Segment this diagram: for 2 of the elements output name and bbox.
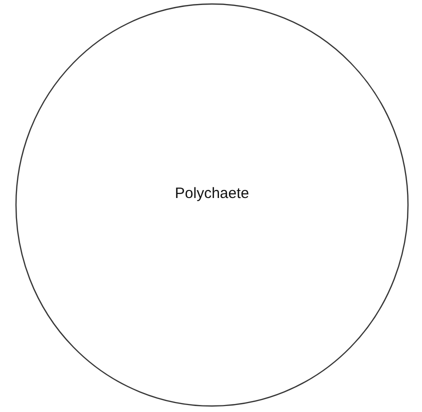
node-label: Polychaete [174, 184, 250, 202]
circle-node [15, 3, 409, 407]
